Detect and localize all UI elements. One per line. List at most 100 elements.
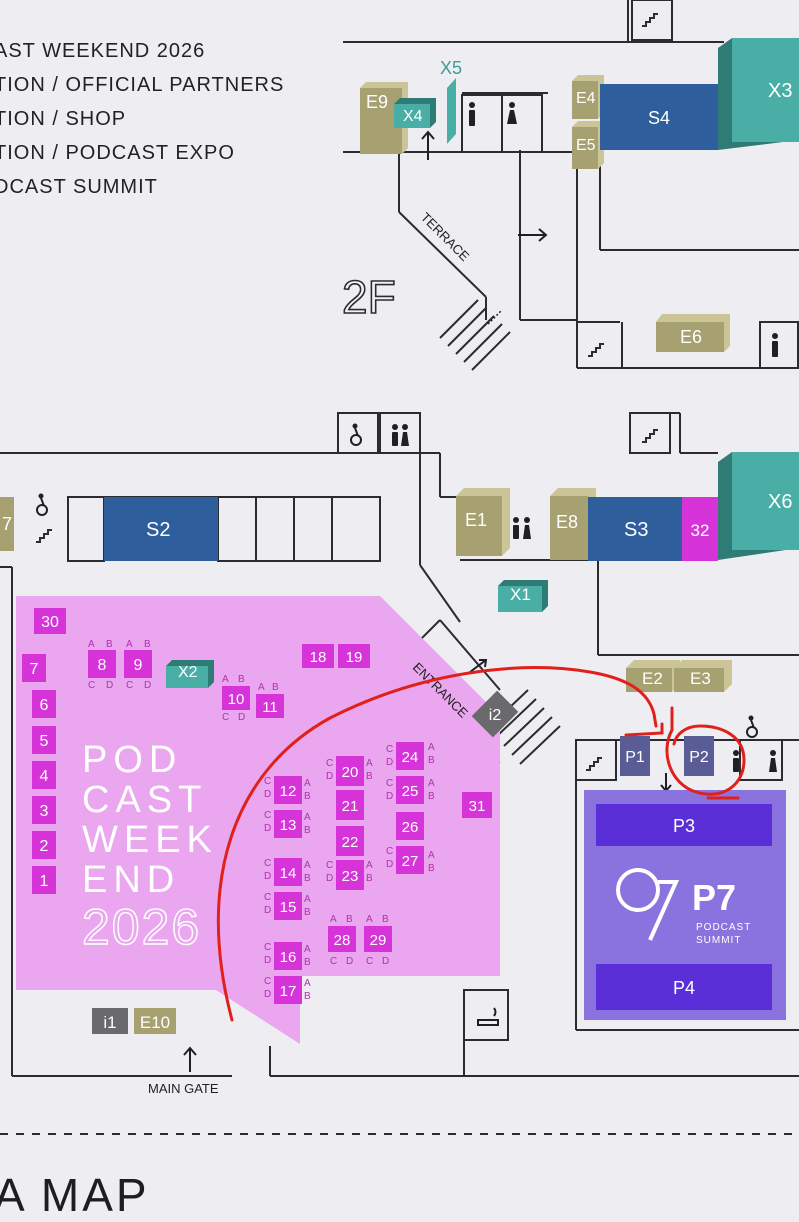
svg-text:P3: P3 (673, 816, 695, 836)
booth-7[interactable]: 7 (22, 654, 46, 682)
booth-e9[interactable]: E9 (360, 82, 408, 154)
svg-text:B: B (304, 873, 311, 884)
svg-text:C: C (386, 846, 393, 857)
booth-x5[interactable]: X5 (440, 58, 462, 144)
svg-text:21: 21 (342, 798, 359, 815)
booth-8[interactable]: 8 (88, 650, 116, 678)
stairs-icon (642, 13, 658, 27)
booth-s4[interactable]: S4 (600, 84, 718, 150)
booth-23[interactable]: 23 (336, 860, 364, 890)
booth-31[interactable]: 31 (462, 792, 492, 818)
booth-p2[interactable]: P2 (684, 736, 714, 776)
booth-30[interactable]: 30 (34, 608, 66, 634)
booth-p4[interactable]: P4 (596, 964, 772, 1010)
booth-29[interactable]: 29 (364, 926, 392, 952)
booth-24[interactable]: 24 (396, 742, 424, 770)
booth-25[interactable]: 25 (396, 776, 424, 804)
booth-9[interactable]: 9 (124, 650, 152, 678)
svg-text:A: A (304, 978, 311, 989)
booth-e1[interactable]: E1 (456, 488, 510, 556)
svg-text:E1: E1 (465, 510, 487, 530)
svg-text:32: 32 (691, 521, 710, 540)
booth-14[interactable]: 14 (274, 858, 302, 886)
svg-text:6: 6 (40, 697, 49, 714)
booth-22[interactable]: 22 (336, 826, 364, 856)
restroom-icon (513, 517, 531, 539)
svg-text:C: C (326, 860, 333, 871)
svg-text:D: D (264, 823, 271, 834)
floor-2-label: 2F (342, 271, 396, 323)
svg-text:2026: 2026 (82, 899, 201, 955)
svg-text:A: A (304, 860, 311, 871)
svg-text:A: A (304, 812, 311, 823)
booth-5[interactable]: 5 (32, 726, 56, 754)
booth-p1[interactable]: P1 (620, 736, 650, 776)
booth-10[interactable]: 10 (222, 686, 250, 710)
booth-20[interactable]: 20 (336, 756, 364, 786)
svg-text:B: B (382, 914, 389, 925)
booth-x6[interactable]: X6 (718, 452, 799, 560)
booth-e5[interactable]: E5 (572, 121, 604, 169)
booth-13[interactable]: 13 (274, 810, 302, 838)
svg-text:i1: i1 (103, 1013, 116, 1032)
arrow-icon (487, 309, 503, 325)
booth-12[interactable]: 12 (274, 776, 302, 804)
svg-text:8: 8 (98, 657, 107, 674)
booth-19[interactable]: 19 (338, 644, 370, 668)
booth-x2[interactable]: X2 (166, 660, 214, 688)
booth-16[interactable]: 16 (274, 942, 302, 970)
svg-text:C: C (386, 778, 393, 789)
booth-s2[interactable]: S2 (104, 497, 218, 561)
svg-text:B: B (428, 755, 435, 766)
svg-text:24: 24 (402, 749, 419, 766)
booth-15[interactable]: 15 (274, 892, 302, 920)
svg-text:D: D (346, 956, 353, 967)
booth-32[interactable]: 32 (682, 497, 718, 561)
svg-text:S3: S3 (624, 519, 648, 541)
booth-x1[interactable]: X1 (498, 580, 548, 612)
svg-text:X3: X3 (768, 80, 792, 102)
svg-text:D: D (106, 680, 113, 691)
booth-3[interactable]: 3 (32, 796, 56, 824)
svg-text:22: 22 (342, 834, 359, 851)
svg-text:P1: P1 (625, 749, 645, 766)
booth-28[interactable]: 28 (328, 926, 356, 952)
svg-text:15: 15 (280, 899, 297, 916)
svg-text:B: B (428, 863, 435, 874)
floor-1-walls (0, 412, 799, 1077)
booth-7-partial[interactable]: 7 (0, 497, 14, 551)
svg-text:4: 4 (40, 768, 49, 785)
restroom-icon (507, 102, 517, 124)
booth-26[interactable]: 26 (396, 812, 424, 840)
booth-e8[interactable]: E8 (550, 488, 596, 560)
svg-text:B: B (428, 791, 435, 802)
booth-17[interactable]: 17 (274, 976, 302, 1004)
svg-text:E3: E3 (690, 669, 711, 688)
booth-e2[interactable]: E2 (626, 660, 680, 692)
booth-x3[interactable]: X3 (718, 38, 799, 150)
booth-e10[interactable]: E10 (134, 1008, 176, 1034)
booth-2[interactable]: 2 (32, 831, 56, 859)
booth-18[interactable]: 18 (302, 644, 334, 668)
booth-s3[interactable]: S3 (588, 497, 682, 561)
info-i1[interactable]: i1 (92, 1008, 128, 1034)
booth-x4[interactable]: X4 (394, 98, 436, 128)
svg-text:C: C (386, 744, 393, 755)
booth-27[interactable]: 27 (396, 846, 424, 874)
booth-e4[interactable]: E4 (572, 75, 604, 119)
booth-11[interactable]: 11 (256, 694, 284, 718)
info-i2[interactable]: i2 (471, 690, 519, 738)
svg-text:A: A (366, 860, 373, 871)
svg-text:A: A (366, 758, 373, 769)
booth-6[interactable]: 6 (32, 690, 56, 718)
booth-e6[interactable]: E6 (656, 314, 730, 352)
booth-21[interactable]: 21 (336, 790, 364, 820)
booth-1[interactable]: 1 (32, 866, 56, 894)
svg-text:C: C (264, 776, 271, 787)
booth-e3[interactable]: E3 (674, 660, 732, 692)
booth-4[interactable]: 4 (32, 761, 56, 789)
booth-p3[interactable]: P3 (596, 804, 772, 846)
svg-text:1: 1 (40, 873, 49, 890)
svg-text:D: D (386, 859, 393, 870)
svg-text:16: 16 (280, 949, 297, 966)
